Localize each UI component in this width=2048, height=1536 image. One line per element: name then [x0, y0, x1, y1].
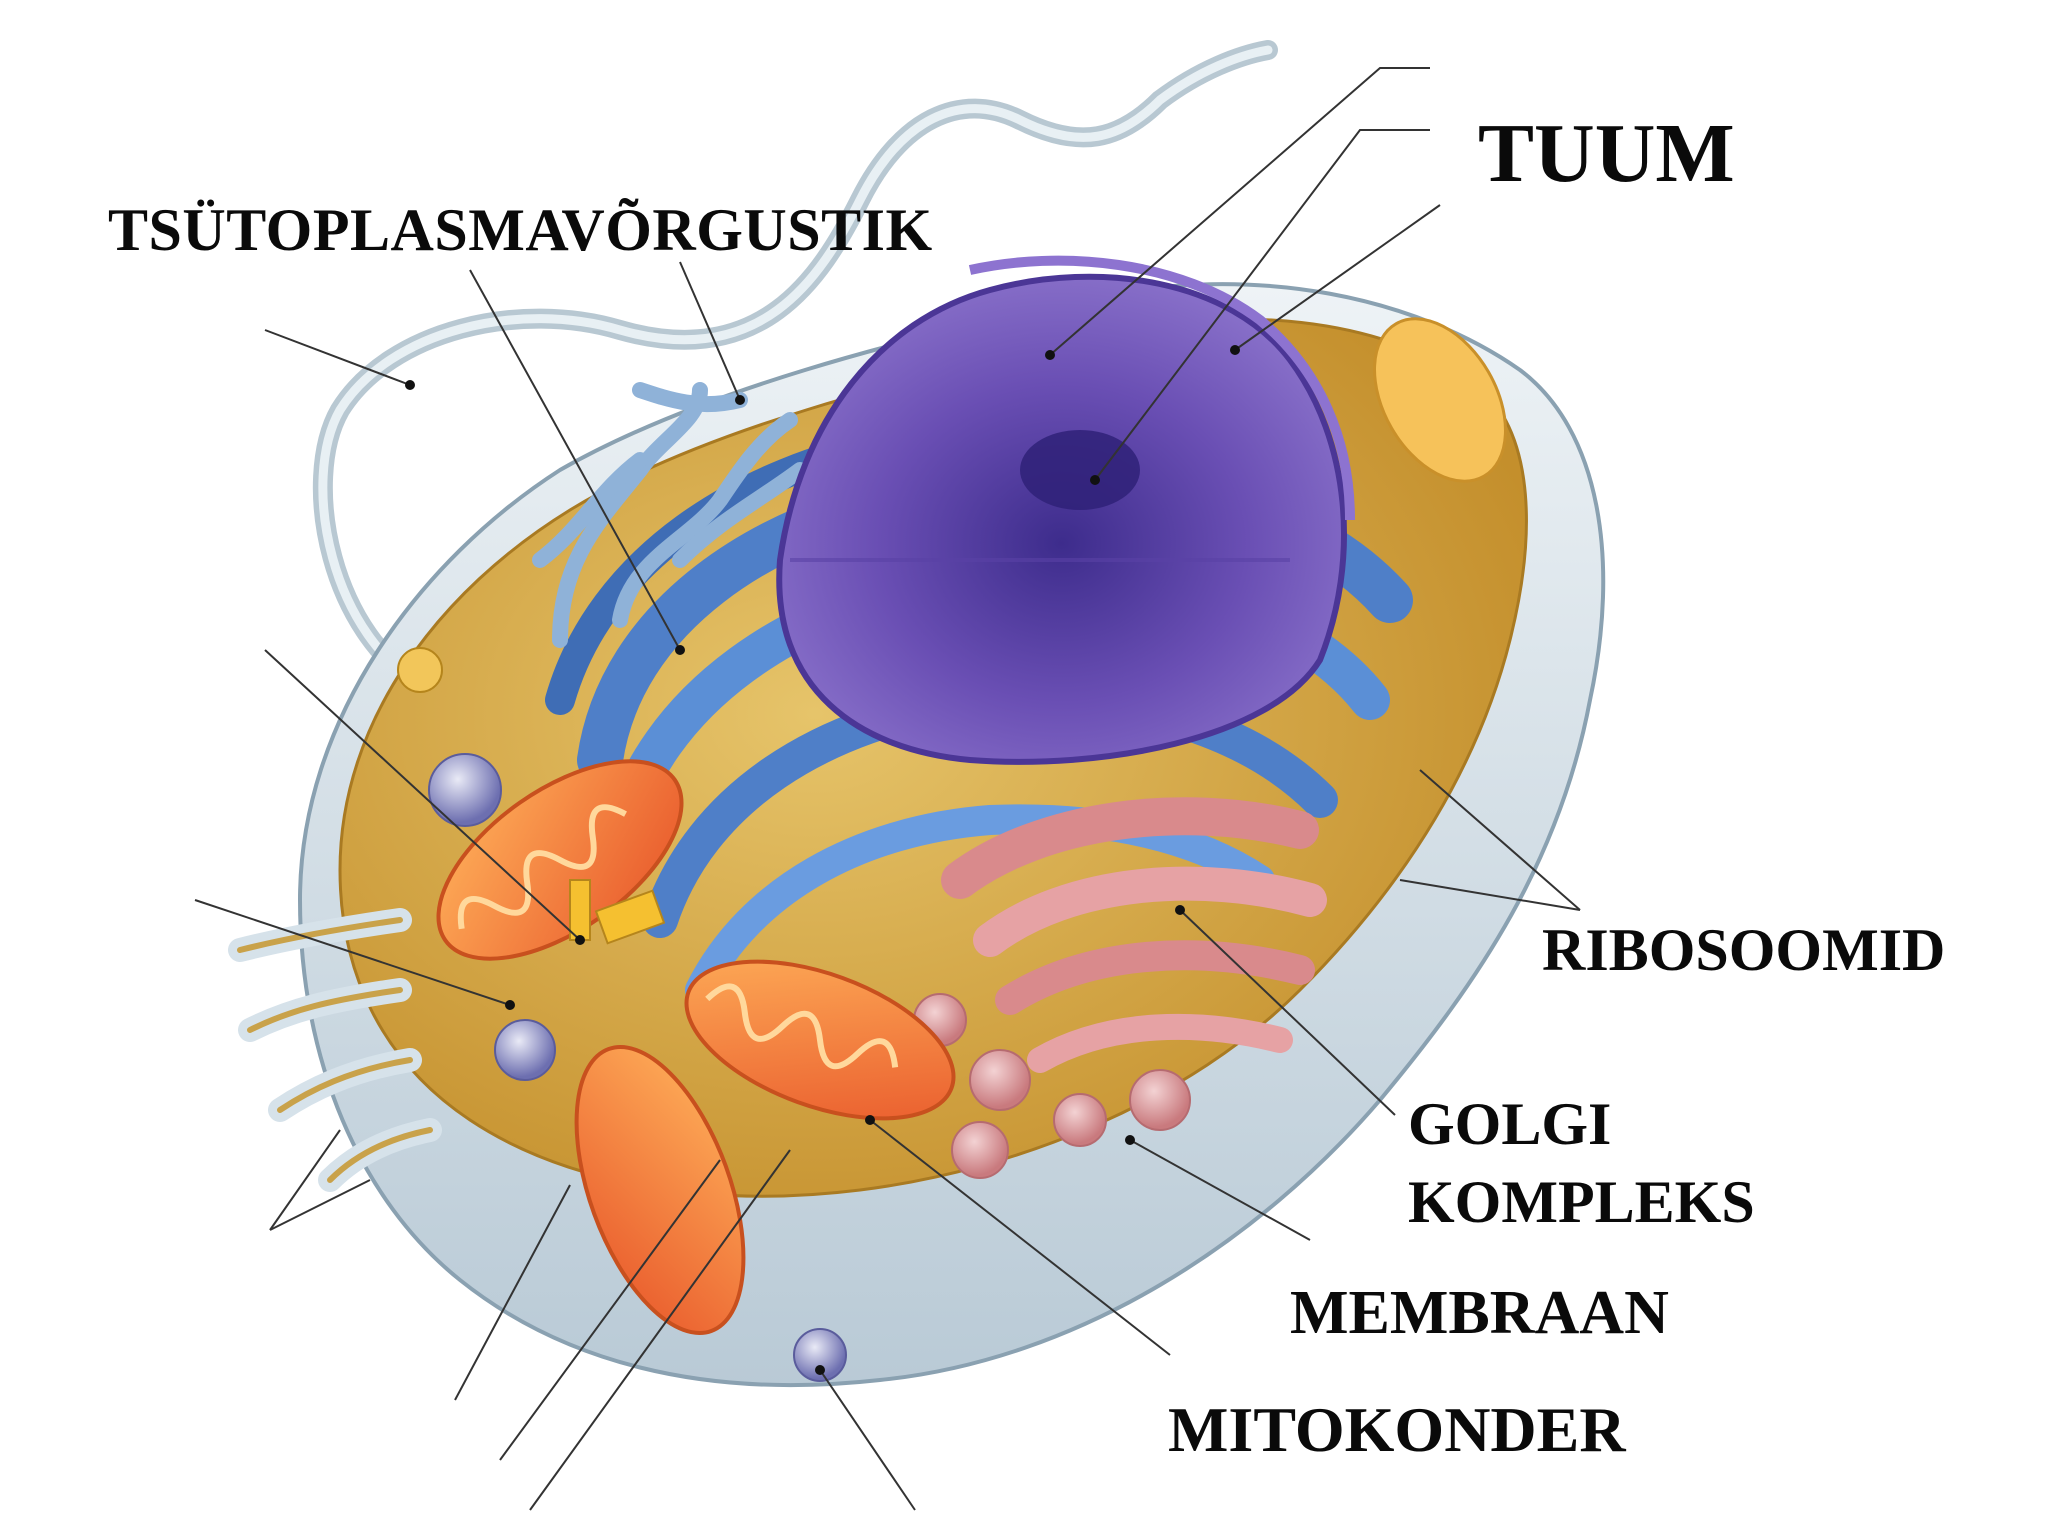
nucleolus	[1020, 430, 1140, 510]
smooth-er	[532, 382, 808, 648]
lysosomes	[397, 647, 847, 1382]
leader-lines	[194, 67, 1581, 1511]
label-golgi-line2: KOMPLEKS	[1408, 1169, 1755, 1235]
label-nucleus: TUUM	[1478, 107, 1735, 200]
label-mitochondrion: MITOKONDER	[1168, 1394, 1626, 1465]
leader-dots	[405, 345, 1240, 1375]
nucleus	[776, 255, 1355, 765]
label-membrane: MEMBRAAN	[1290, 1279, 1669, 1347]
storage-vesicle	[1373, 317, 1507, 483]
label-endoplasmic-reticulum: TSÜTOPLASMAVÕRGUSTIK	[108, 197, 933, 263]
label-golgi-line1: GOLGI	[1408, 1091, 1612, 1157]
golgi-complex	[941, 797, 1327, 1073]
label-ribosomes: RIBOSOOMID	[1542, 917, 1946, 983]
microvilli	[228, 908, 442, 1192]
